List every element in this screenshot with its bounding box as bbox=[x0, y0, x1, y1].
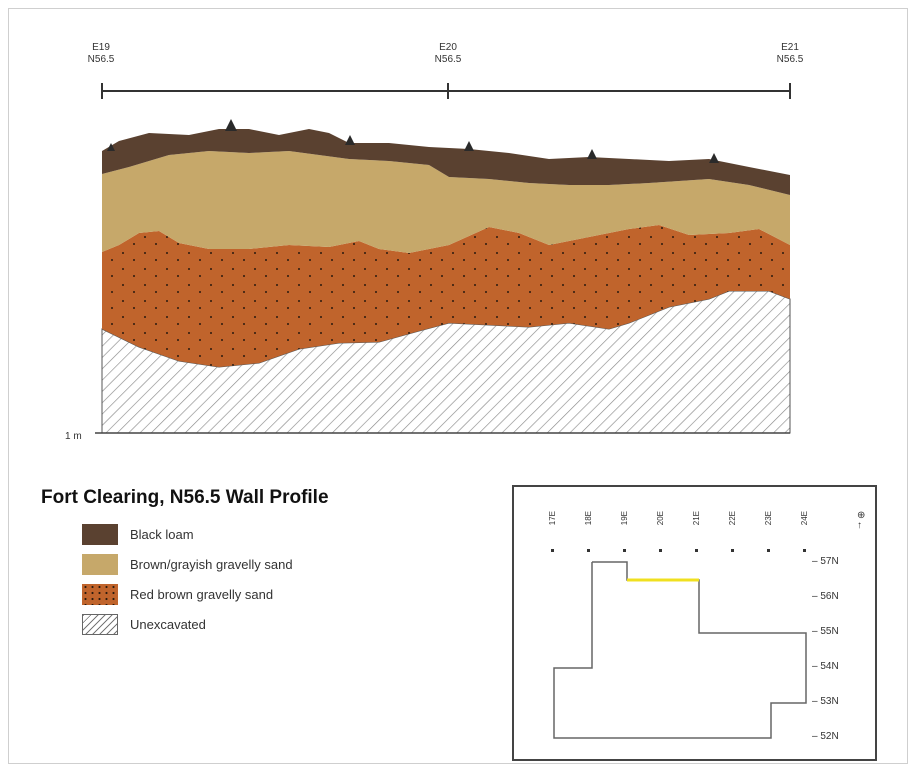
easting-label: E19 bbox=[92, 42, 110, 53]
red-brown-gravelly-sand-layer bbox=[102, 225, 790, 367]
column-tick bbox=[623, 549, 626, 552]
easting-label: E21 bbox=[781, 42, 799, 53]
column-tick bbox=[587, 549, 590, 552]
figure-title: Fort Clearing, N56.5 Wall Profile bbox=[41, 487, 329, 508]
wall-profile-drawing bbox=[95, 83, 791, 434]
row-label-text: 55N bbox=[820, 626, 839, 637]
black-loam-swatch bbox=[82, 523, 118, 545]
brown-grayish-gravelly-sand-layer bbox=[102, 151, 790, 253]
row-label-text: 53N bbox=[820, 696, 839, 707]
row-label: – 52N bbox=[812, 731, 839, 742]
excavation-grid-inset: 17E 18E 19E 20E 21E 22E 23E 24E ⊕↑ – 57N… bbox=[512, 485, 877, 761]
easting-label: E20 bbox=[439, 42, 457, 53]
column-tick bbox=[695, 549, 698, 552]
row-label: – 56N bbox=[812, 591, 839, 602]
depth-scale-label: 1 m bbox=[65, 431, 82, 442]
row-label: – 54N bbox=[812, 661, 839, 672]
legend-label: Brown/grayish gravelly sand bbox=[130, 556, 293, 572]
row-label: – 53N bbox=[812, 696, 839, 707]
figure-page: E19 N56.5 E20 N56.5 E21 N56.5 1 m Fort C… bbox=[8, 8, 908, 764]
northing-label: N56.5 bbox=[434, 54, 462, 65]
column-tick bbox=[551, 549, 554, 552]
grid-label-e20: E20 N56.5 bbox=[435, 42, 462, 66]
row-label-text: 52N bbox=[820, 731, 839, 742]
datum-markers bbox=[107, 119, 719, 163]
excavation-outline bbox=[553, 561, 807, 739]
northing-label: N56.5 bbox=[776, 54, 804, 65]
brown-gravelly-sand-swatch bbox=[82, 553, 118, 575]
north-arrow-icon: ⊕↑ bbox=[857, 510, 866, 531]
row-label-text: 54N bbox=[820, 661, 839, 672]
row-label-text: 56N bbox=[820, 591, 839, 602]
legend-item: Brown/grayish gravelly sand bbox=[82, 549, 293, 579]
unexcavated-swatch bbox=[82, 613, 118, 635]
legend-label: Black loam bbox=[130, 526, 194, 542]
black-loam-layer bbox=[102, 129, 790, 195]
column-tick bbox=[731, 549, 734, 552]
legend-item: Unexcavated bbox=[82, 609, 293, 639]
column-tick bbox=[767, 549, 770, 552]
row-label-text: 57N bbox=[820, 556, 839, 567]
red-brown-gravelly-sand-swatch bbox=[82, 583, 118, 605]
legend-label: Red brown gravelly sand bbox=[130, 586, 274, 602]
grid-reference-line bbox=[101, 83, 791, 99]
row-label: – 55N bbox=[812, 626, 839, 637]
row-label: – 57N bbox=[812, 556, 839, 567]
legend-item: Red brown gravelly sand bbox=[82, 579, 293, 609]
grid-label-e19: E19 N56.5 bbox=[88, 42, 115, 66]
grid-label-e21: E21 N56.5 bbox=[777, 42, 804, 66]
column-tick bbox=[659, 549, 662, 552]
legend-label: Unexcavated bbox=[130, 616, 206, 632]
legend: Black loam Brown/grayish gravelly sand R… bbox=[82, 519, 293, 639]
northing-label: N56.5 bbox=[87, 54, 115, 65]
column-tick bbox=[803, 549, 806, 552]
legend-item: Black loam bbox=[82, 519, 293, 549]
